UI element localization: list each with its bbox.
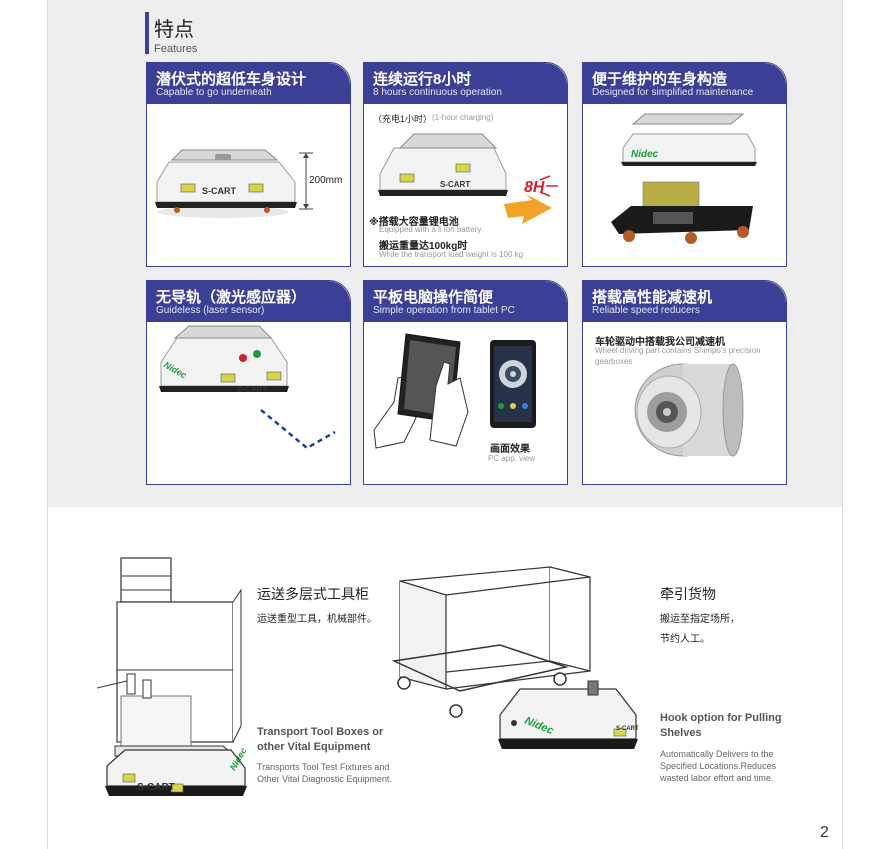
- reducer-desc-zh: 车轮驱动中搭载我公司减速机: [595, 337, 725, 348]
- card-title-en: Capable to go underneath: [156, 87, 272, 98]
- exploded-cart-illustration: [611, 113, 757, 244]
- use-subtitle-zh-2: 节约人工。: [660, 634, 710, 645]
- use-title-en-1: Hook option for Pulling: [660, 712, 782, 724]
- cart-label: S-CART: [440, 180, 471, 189]
- charging-cart-illustration: [378, 133, 558, 224]
- feature-card-guideless: 无导轨（激光感应器） Guideless (laser sensor) Nide…: [146, 280, 351, 485]
- cart-label: S-CART: [202, 186, 236, 196]
- section-title-zh: 特点: [154, 19, 194, 41]
- cart-label: S-CART: [137, 782, 175, 793]
- card-title-zh: 便于维护的车身构造: [592, 71, 728, 88]
- tool-cabinet-cart-illustration: [96, 557, 247, 796]
- 8h-badge: 8H: [524, 179, 545, 196]
- card-title-en: Reliable speed reducers: [592, 305, 700, 316]
- use-body-en-1: Transports Tool Test Fixtures and: [257, 762, 390, 772]
- app-view-label-zh: 画面效果: [490, 444, 530, 455]
- load-note-zh: 搬运重量达100kg时: [379, 241, 468, 252]
- card-title-en: Designed for simplified maintenance: [592, 87, 754, 98]
- use-title-zh: 牵引货物: [660, 586, 716, 602]
- use-subtitle-zh: 运送重型工具，机械部件。: [257, 614, 377, 625]
- card-title-zh: 潜伏式的超低车身设计: [156, 71, 307, 88]
- card-header: 潜伏式的超低车身设计 Capable to go underneath: [147, 63, 350, 104]
- feature-card-8-hours: 连续运行8小时 8 hours continuous operation （充电…: [363, 62, 568, 267]
- use-title-zh: 运送多层式工具柜: [257, 586, 369, 602]
- load-note-en: While the transport load weight is 100 k…: [379, 250, 524, 259]
- use-title-en-2: Shelves: [660, 727, 702, 739]
- reducer-desc-en-2: gearboxes: [595, 357, 633, 366]
- battery-note-zh: ※搭载大容量锂电池: [369, 217, 459, 228]
- use-subtitle-zh-1: 搬运至指定场所，: [660, 614, 740, 625]
- title-accent-bar: [145, 12, 149, 54]
- gearbox-illustration: [634, 363, 744, 457]
- page-number: 2: [820, 824, 829, 841]
- card-title-en: 8 hours continuous operation: [373, 87, 502, 98]
- card-title-zh: 连续运行8小时: [373, 71, 472, 88]
- card-title-zh: 平板电脑操作简便: [373, 289, 494, 306]
- tablet-operation-illustration: [373, 333, 536, 449]
- dimension-label: 200mm: [309, 175, 343, 186]
- card-header: 无导轨（激光感应器） Guideless (laser sensor): [147, 281, 350, 322]
- use-title-en-1: Transport Tool Boxes or: [257, 726, 384, 738]
- laser-guided-cart-illustration: [159, 325, 336, 450]
- use-body-en-2: Other Vital Diagnostic Equipment.: [257, 774, 392, 784]
- page-frame: [47, 0, 843, 849]
- feature-card-tablet: 平板电脑操作简便 Simple operation from tablet PC…: [363, 280, 568, 485]
- use-body-en-3: wasted labor effort and time.: [660, 773, 774, 783]
- cart-label: S-CART: [237, 385, 268, 394]
- charge-note-zh: （充电1小时）: [373, 114, 433, 124]
- card-title-en: Guideless (laser sensor): [156, 305, 265, 316]
- use-title-en-2: other Vital Equipment: [257, 741, 371, 753]
- use-body-en-1: Automatically Delivers to the: [660, 749, 774, 759]
- card-header: 平板电脑操作简便 Simple operation from tablet PC: [364, 281, 567, 322]
- battery-note-en: Equipped with a li ion battery: [379, 225, 482, 234]
- section-title-en: Features: [154, 43, 198, 55]
- feature-card-reducers: 搭载高性能减速机 Reliable speed reducers 车轮驱动中搭载…: [582, 280, 787, 485]
- use-body-en-2: Specified Locations.Reduces: [660, 761, 777, 771]
- feature-card-low-body: 潜伏式的超低车身设计 Capable to go underneath S-CA…: [146, 62, 351, 267]
- card-title-en: Simple operation from tablet PC: [373, 305, 515, 316]
- shelf-pulling-cart-illustration: [391, 566, 638, 749]
- reducer-desc-en-1: Wheel driving part contains Shimpo's pre…: [595, 346, 761, 355]
- low-body-cart-illustration: [155, 149, 313, 218]
- feature-card-maintenance: 便于维护的车身构造 Designed for simplified mainte…: [582, 62, 787, 267]
- card-header: 便于维护的车身构造 Designed for simplified mainte…: [583, 63, 786, 104]
- charge-note-en: (1-hour charging): [432, 113, 494, 122]
- app-view-label-en: PC app. view: [488, 454, 536, 463]
- brand-logo: Nidec: [631, 149, 659, 160]
- cart-label: S-CART: [616, 726, 639, 732]
- card-header: 连续运行8小时 8 hours continuous operation: [364, 63, 567, 104]
- card-header: 搭载高性能减速机 Reliable speed reducers: [583, 281, 786, 322]
- card-title-zh: 无导轨（激光感应器）: [156, 289, 307, 306]
- card-title-zh: 搭载高性能减速机: [592, 289, 713, 306]
